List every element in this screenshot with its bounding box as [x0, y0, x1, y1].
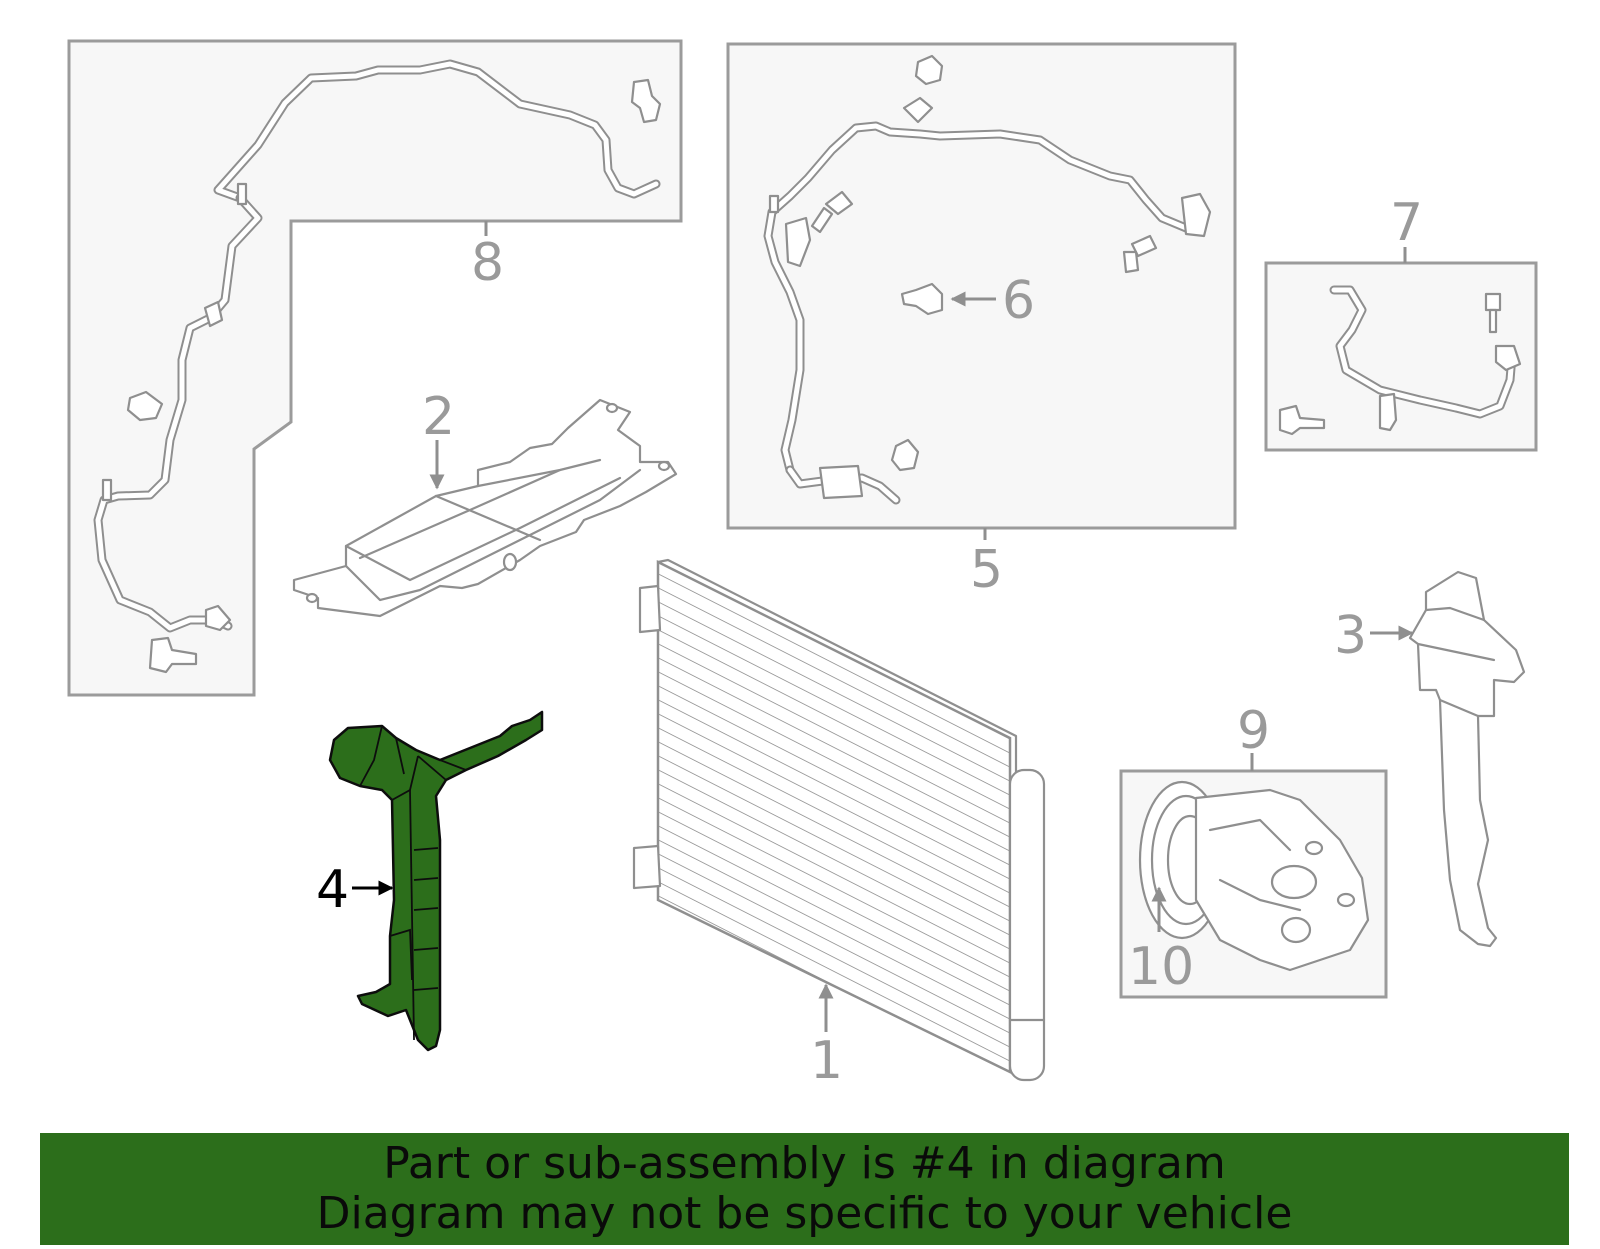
part-7-line-group [1264, 261, 1538, 452]
callout-10: 10 [1128, 937, 1194, 997]
callout-4: 4 [316, 860, 349, 920]
part-2-shield [292, 398, 678, 618]
callout-9: 9 [1237, 701, 1270, 761]
callout-8: 8 [471, 233, 504, 293]
part-4-air-guide-highlighted [328, 710, 544, 1052]
callout-6: 6 [1002, 271, 1035, 331]
callout-2: 2 [422, 387, 455, 447]
callout-7: 7 [1390, 193, 1423, 253]
part-5-box [726, 42, 1237, 530]
callout-3: 3 [1334, 606, 1367, 666]
part-1-condenser [632, 558, 1046, 1082]
part-8-liquid-line-group [67, 39, 683, 697]
part-3-bracket [1408, 570, 1526, 948]
callout-5: 5 [970, 540, 1003, 600]
banner-line-1: Part or sub-assembly is #4 in diagram [383, 1138, 1226, 1189]
info-banner: Part or sub-assembly is #4 in diagram Di… [40, 1133, 1569, 1245]
part-5-hose-group [726, 42, 1237, 530]
part-8-box [67, 39, 683, 697]
banner-line-2: Diagram may not be specific to your vehi… [316, 1188, 1293, 1239]
callout-1: 1 [810, 1031, 843, 1091]
